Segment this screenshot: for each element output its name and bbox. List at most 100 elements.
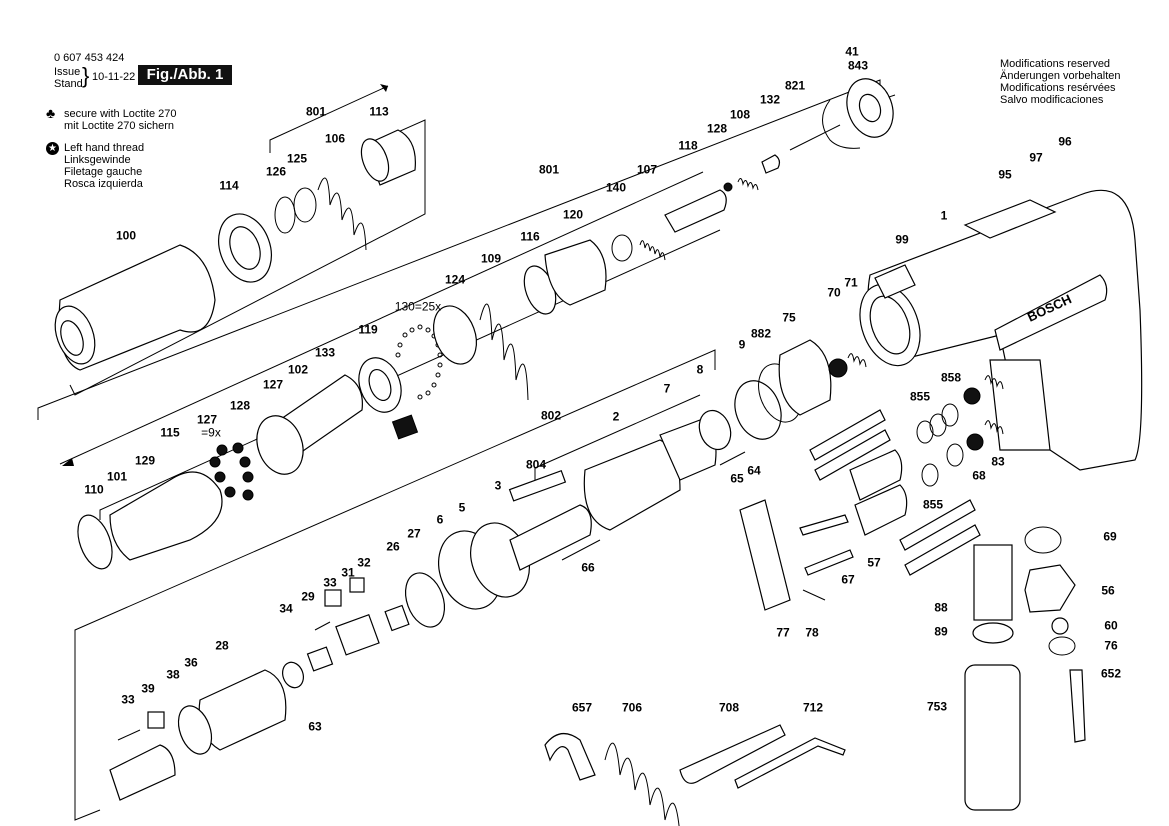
legend-lht-line: Rosca izquierda [64,178,143,190]
part-label-9: 9 [738,337,746,352]
balls-128 [209,442,254,501]
part-label-132: 132 [759,92,781,107]
part-label-802: 802 [540,408,562,423]
part-label-36: 36 [184,655,198,670]
part-label-126: 126 [265,164,287,179]
part-label-109: 109 [480,251,502,266]
part-8-bearing [698,409,732,451]
part-label-95: 95 [998,167,1012,182]
part-107-spring [639,240,666,261]
part-38-output-spindle [109,744,176,801]
part-label-107: 107 [636,162,658,177]
legend-lht-line: Linksgewinde [64,154,131,166]
part-label-70: 70 [827,285,841,300]
part-label-33b: 33 [121,692,135,707]
part-label-88: 88 [934,600,948,615]
legend-loctite-line: mit Loctite 270 sichern [64,120,175,132]
part-96-badge [994,274,1108,351]
legend-lht-line: Filetage gauche [64,166,143,178]
part-label-712: 712 [802,700,824,715]
part-118-plunger [664,189,727,233]
part-label-110: 110 [84,482,104,497]
part-label-63: 63 [308,719,322,734]
balls-130 [395,324,443,400]
part-712-hex-key [734,737,846,789]
part-753-silencer [964,664,1021,811]
issue-label: Issue [54,66,81,78]
part-label-99: 99 [895,232,909,247]
modifications-notice: Modifications reserved Änderungen vorbeh… [1000,58,1120,106]
part-label-124: 124 [444,272,466,287]
part-label-120: 120 [562,207,584,222]
issue-brace: } [82,63,90,88]
notice-line: Modifications reserved [1000,58,1111,70]
part-label-76: 76 [1104,638,1118,653]
part-75-housing [778,339,832,416]
part-label-101: 101 [106,469,128,484]
part-label-78: 78 [805,625,819,640]
part-label-34: 34 [279,601,293,616]
part-label-102: 102 [287,362,309,377]
part-label-1: 1 [940,208,948,223]
part-label-83: 83 [991,454,1005,469]
part-100-sleeve [54,244,216,371]
part-label-129: 129 [134,453,156,468]
part-number: 0 607 453 424 [54,52,125,64]
part-label-8: 8 [696,362,704,377]
notice-line: Salvo modificaciones [1000,94,1104,106]
part-label-41: 41 [845,44,859,59]
part-56-fitting [1024,564,1076,613]
part-label-128a: 128 [706,121,728,136]
part-708-wrench [679,724,786,784]
part-label-100: 100 [115,228,137,243]
part-label-855a: 855 [909,389,931,404]
part-120-cylinder [544,239,607,306]
part-652-nipple [1069,669,1086,743]
part-3-rotor [509,504,592,571]
part-label-38: 38 [166,667,180,682]
legend-left-hand-thread: ★ Left hand thread Linksgewinde Filetage… [46,142,144,190]
issue-date: 10-11-22 [92,71,136,83]
part-label-31: 31 [341,565,355,580]
part-2-cylinder [583,439,681,531]
part-101-spindle [109,471,223,561]
part-9-gasket [734,380,782,440]
part-657-clip [544,733,596,781]
part-28-ring-gear [198,669,287,751]
part-label-96: 96 [1058,134,1072,149]
part-label-32: 32 [357,555,371,570]
part-57-valve [849,449,903,501]
part-label-5: 5 [458,500,466,515]
part-label-114: 114 [219,178,239,193]
part-label-706: 706 [621,700,643,715]
part-label-113: 113 [369,104,389,119]
part-99-band [874,264,916,299]
part-label-119: 119 [358,322,378,337]
part-label-66: 66 [581,560,595,575]
part-label-127b-qty: =9x [201,425,221,440]
part-label-115: 115 [160,425,180,440]
part-label-127a: 127 [262,377,284,392]
part-109-spring [479,303,529,401]
part-706-spring [604,742,680,826]
part-label-753: 753 [926,699,948,714]
part-106-spring [317,177,367,251]
frame-lines [37,79,896,821]
legend-lht-line: Left hand thread [64,142,145,154]
part-label-75: 75 [782,310,796,325]
part-label-843: 843 [847,58,869,73]
star-circle-icon: ★ [46,142,59,155]
part-label-657: 657 [571,700,593,715]
part-label-130: 130=25x [394,299,442,314]
club-icon: ♣ [46,105,56,121]
part-label-804: 804 [525,457,547,472]
figure-label: Fig./Abb. 1 [138,65,232,85]
part-label-65: 65 [730,471,744,486]
part-label-7: 7 [663,381,671,396]
part-label-118: 118 [678,138,698,153]
part-77-trigger [739,499,791,611]
part-label-60: 60 [1104,618,1118,633]
part-label-3: 3 [494,478,502,493]
part-label-64: 64 [747,463,761,478]
